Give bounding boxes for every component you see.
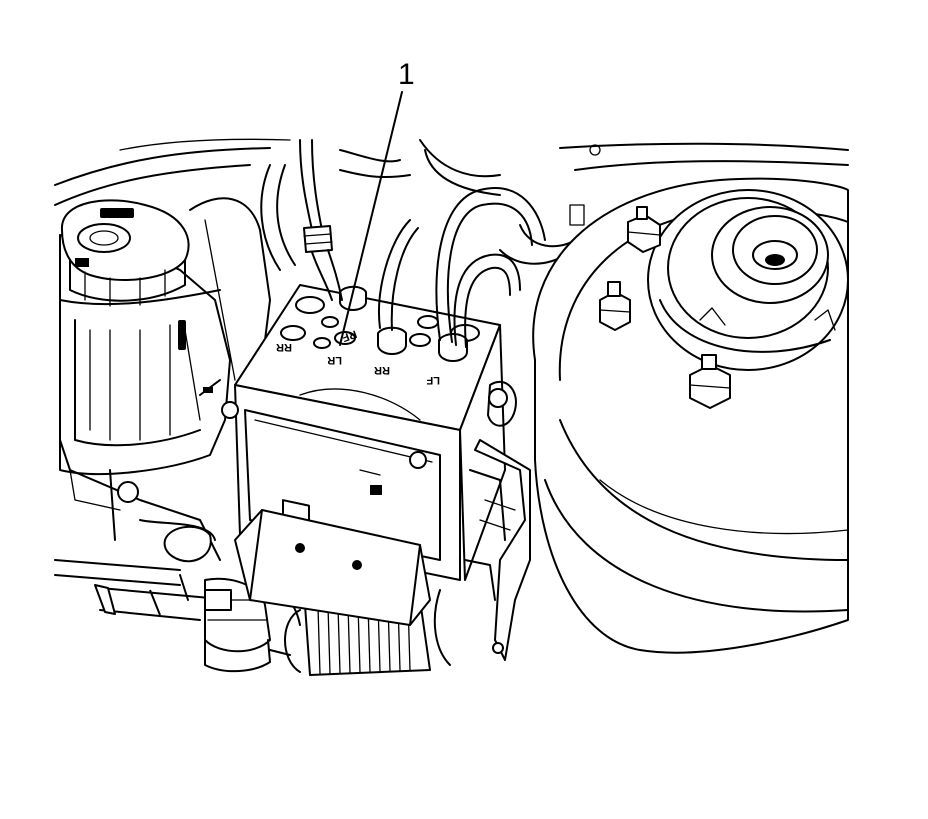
module-lower-shroud	[234, 509, 431, 626]
port-label-lf: LF	[426, 374, 440, 386]
callout-1-label: 1	[398, 58, 415, 91]
callout-1-leader-line	[339, 91, 403, 346]
callout-1: 1	[339, 58, 415, 346]
port-label-lr: LR	[327, 354, 342, 366]
reservoir-cap	[60, 199, 190, 307]
strut-tower	[532, 177, 849, 654]
brake-line-fittings	[339, 285, 468, 362]
port-label-rf: RF	[340, 327, 358, 343]
coolant-reservoir	[59, 197, 271, 475]
brake-lines	[260, 139, 576, 348]
port-label-rr: RR	[374, 364, 390, 376]
strut-mount-nuts	[599, 206, 731, 409]
mounting-bracket	[433, 439, 531, 666]
brake-line-ports: RR LR RR LF RF	[276, 296, 480, 386]
port-label-rr-left: RR	[276, 341, 292, 353]
background-structure	[54, 138, 849, 226]
